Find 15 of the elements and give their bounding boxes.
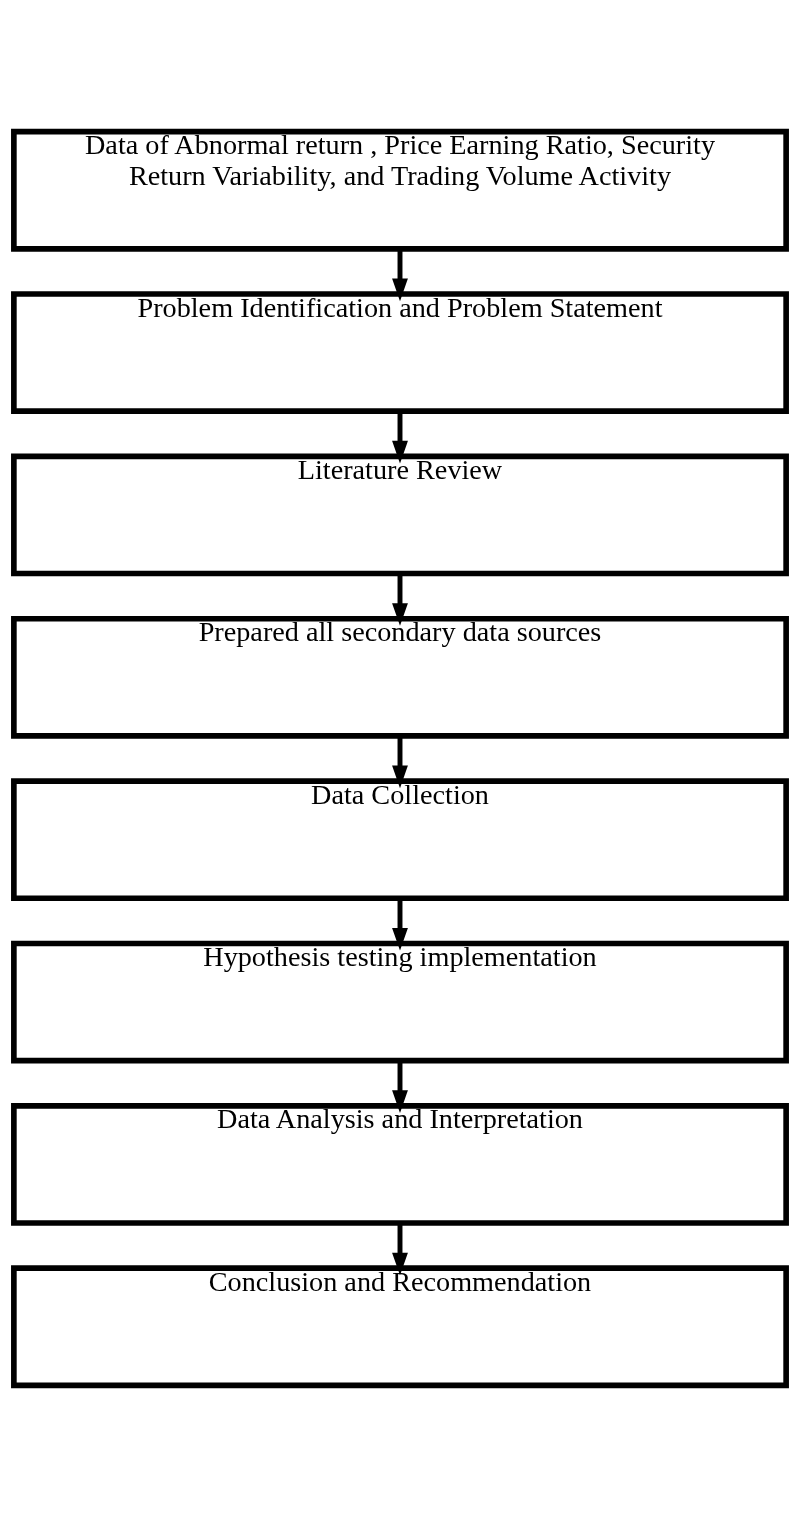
node-box: Data of Abnormal return , Price Earning Ratio, Security Return Variability, and Trading Volume Activity [11, 128, 789, 252]
arrow [392, 249, 408, 302]
node-box: Conclusion and Recommendation [11, 1265, 789, 1389]
node-box: Prepared all secondary data sources [11, 615, 789, 739]
arrow [392, 736, 408, 789]
arrow [392, 411, 408, 464]
arrow [392, 1061, 408, 1113]
arrow [392, 573, 408, 626]
node-box: Literature Review [11, 453, 789, 577]
node-box: Data Collection [11, 778, 789, 902]
node-box: Data Analysis and Interpretation [11, 1103, 789, 1226]
arrow [392, 898, 408, 951]
node-box: Hypothesis testing implementation [11, 940, 789, 1064]
node-box: Problem Identification and Problem Statement [11, 291, 789, 414]
arrow [392, 1223, 408, 1276]
